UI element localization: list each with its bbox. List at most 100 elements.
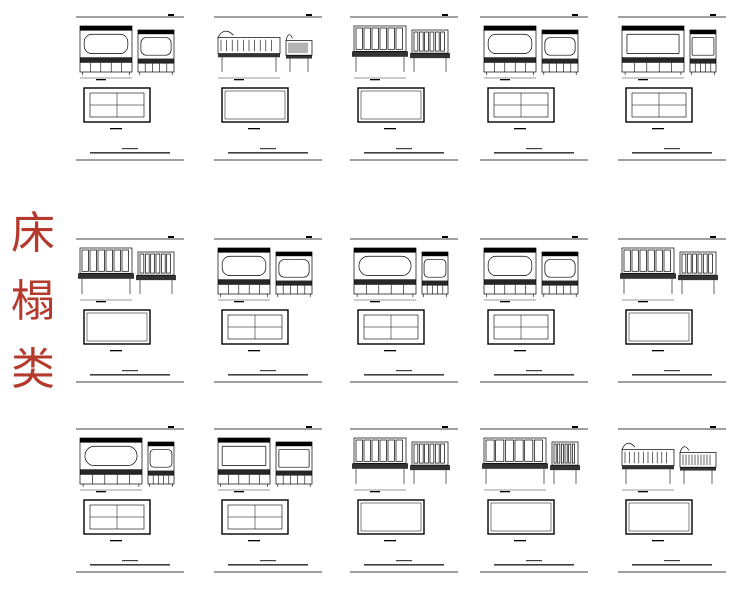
dimension-label-mark [234, 79, 244, 81]
drawing-sheet [480, 14, 590, 164]
sheet-drawing [214, 14, 322, 161]
front-elevation [483, 247, 537, 297]
plan-view [221, 87, 289, 123]
sheet-caption-mark [494, 564, 574, 566]
front-elevation [689, 29, 717, 75]
sheet-caption-mark [122, 370, 138, 372]
sheet-drawing [214, 426, 322, 573]
sheet-drawing [480, 14, 588, 161]
front-elevation [483, 25, 537, 75]
plan-view [357, 309, 425, 345]
sheet-caption-mark [526, 560, 542, 562]
sheet-caption-mark [228, 152, 308, 154]
front-elevation [285, 34, 313, 72]
sheet-number-mark [168, 236, 174, 238]
plan-view-inner [628, 502, 690, 532]
front-elevation [410, 441, 450, 484]
front-elevation [541, 29, 579, 75]
sheet-drawing [480, 426, 588, 573]
sheet-caption-mark [122, 560, 138, 562]
sheet-drawing [350, 426, 458, 573]
drawing-sheet [618, 14, 728, 164]
sheet-number-mark [572, 426, 578, 428]
sheet-caption-mark [90, 152, 170, 154]
plan-view [625, 309, 693, 345]
dimension-label-mark [500, 79, 510, 81]
dimension-label-mark [234, 301, 244, 303]
sheet-caption-mark [364, 564, 444, 566]
sheet-drawing [618, 14, 726, 161]
drawing-sheet [76, 236, 186, 386]
front-elevation [679, 446, 717, 484]
sheet-drawing [618, 426, 726, 573]
sheet-drawing [76, 426, 184, 573]
drawing-sheet [76, 14, 186, 164]
dimension-label-mark [96, 79, 106, 81]
dimension-label-mark [248, 128, 260, 130]
dimension-label-mark [234, 491, 244, 493]
sheet-caption-mark [90, 564, 170, 566]
sheet-number-mark [306, 236, 312, 238]
dimension-label-mark [96, 301, 106, 303]
dimension-label-mark [638, 79, 648, 81]
sheet-caption-mark [90, 374, 170, 376]
drawing-sheet [76, 426, 186, 576]
sheet-drawing [350, 14, 458, 161]
plan-view-inner [490, 502, 552, 532]
dimension-label-mark [110, 128, 122, 130]
front-elevation [217, 247, 271, 297]
front-elevation [410, 29, 450, 72]
plan-view-inner [86, 312, 148, 342]
plan-view-inner [628, 312, 690, 342]
drawing-sheet [214, 236, 324, 386]
sheet-number-mark [306, 426, 312, 428]
front-elevation [482, 437, 548, 484]
dimension-label-mark [514, 350, 526, 352]
sheet-caption-mark [664, 148, 680, 150]
sheet-number-mark [442, 236, 448, 238]
sheet-caption-mark [228, 564, 308, 566]
sheet-number-mark [572, 14, 578, 16]
front-elevation [78, 247, 134, 294]
sheet-caption-mark [396, 560, 412, 562]
dimension-label-mark [248, 350, 260, 352]
dimension-label-mark [652, 128, 664, 130]
front-elevation [678, 251, 718, 294]
sheet-caption-mark [364, 374, 444, 376]
sheet-number-mark [306, 14, 312, 16]
front-elevation [620, 247, 676, 294]
sheet-caption-mark [526, 148, 542, 150]
dimension-label-mark [514, 128, 526, 130]
front-elevation [353, 247, 417, 297]
category-title-char: 床 [11, 208, 55, 259]
dimension-label-mark [500, 301, 510, 303]
dimension-label-mark [110, 350, 122, 352]
dimension-label-mark [652, 350, 664, 352]
dimension-label-mark [370, 301, 380, 303]
dimension-label-mark [110, 540, 122, 542]
sheet-drawing [214, 236, 322, 383]
sheet-caption-mark [122, 148, 138, 150]
front-elevation [79, 437, 143, 487]
front-elevation [352, 437, 408, 484]
plan-view-inner [224, 90, 286, 120]
sheet-caption-mark [632, 152, 712, 154]
drawing-sheet [350, 426, 460, 576]
sheet-drawing [480, 236, 588, 383]
plan-view [487, 309, 555, 345]
sheet-caption-mark [396, 370, 412, 372]
sheet-caption-mark [632, 374, 712, 376]
dimension-label-mark [370, 491, 380, 493]
dimension-label-mark [384, 128, 396, 130]
sheet-drawing [618, 236, 726, 383]
sheet-number-mark [710, 14, 716, 16]
plan-view [221, 309, 289, 345]
front-elevation [621, 442, 675, 484]
plan-view [83, 309, 151, 345]
category-title-char: 榻 [11, 276, 55, 327]
front-elevation [541, 251, 579, 297]
sheet-caption-mark [494, 152, 574, 154]
front-elevation [275, 441, 313, 487]
front-elevation [137, 29, 175, 75]
